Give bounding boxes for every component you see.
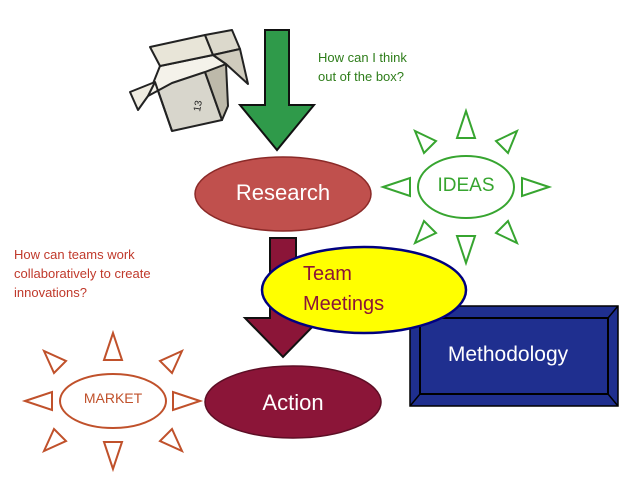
market-sunburst-shape xyxy=(21,329,204,473)
ideas-sunburst-shape xyxy=(379,107,553,267)
team-meetings-line: Team xyxy=(303,263,352,285)
box-stamp-text: 13 xyxy=(192,99,205,112)
question-line: How can I think xyxy=(318,50,407,65)
methodology-label: Methodology xyxy=(447,343,569,366)
action-node-shape xyxy=(204,365,382,439)
question-line: out of the box? xyxy=(318,69,405,84)
question-line: How can teams work xyxy=(14,247,135,262)
open-cardboard-box-icon xyxy=(129,29,249,132)
question-line: collaboratively to create xyxy=(14,266,151,281)
green-down-arrow-icon xyxy=(237,29,317,152)
team-meetings-label: Team Meetings xyxy=(303,259,453,319)
think-outside-box-question: How can I think out of the box? xyxy=(318,48,458,86)
research-label: Research xyxy=(235,180,331,205)
teams-collaboration-question: How can teams work collaboratively to cr… xyxy=(14,245,204,302)
action-label: Action xyxy=(262,390,324,415)
question-line: innovations? xyxy=(14,285,87,300)
team-meetings-line: Meetings xyxy=(303,293,385,315)
market-label: MARKET xyxy=(83,390,143,406)
team-meetings-node-shape xyxy=(260,245,468,335)
ideas-label: IDEAS xyxy=(437,175,495,196)
methodology-node-shape xyxy=(409,305,619,407)
research-node-shape xyxy=(194,156,372,232)
